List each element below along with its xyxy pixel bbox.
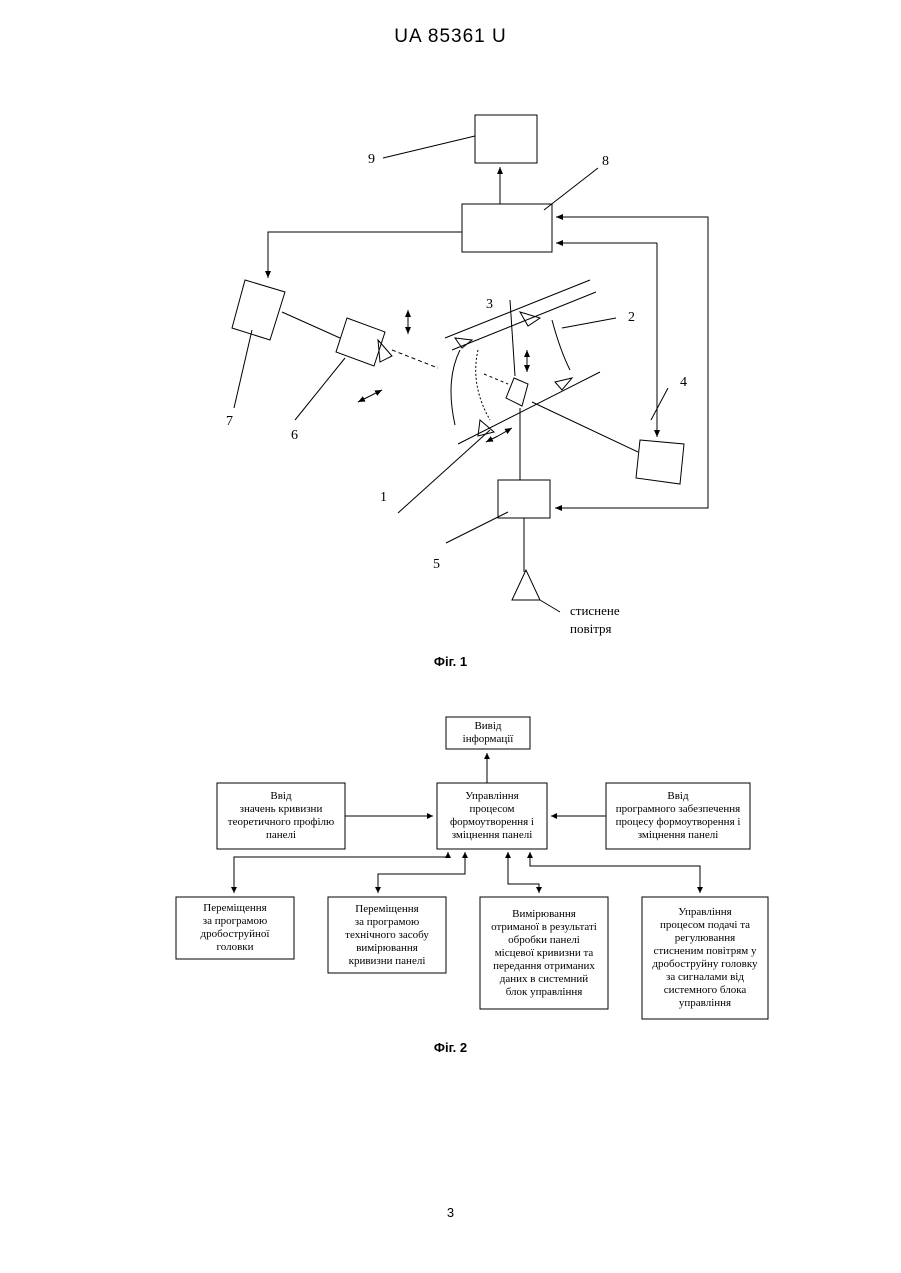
control-process-box: Управління процесом формоутворення і змі… — [437, 783, 547, 849]
move-measure-box: Переміщення за програмою технічного засо… — [328, 897, 446, 973]
measurement-box: Вимірювання отриманої в результаті оброб… — [480, 897, 608, 1009]
input-curvature-box: Ввід значень кривизни теоретичного профі… — [217, 783, 345, 849]
input-software-box: Ввід програмного забезпечення процесу фо… — [606, 783, 750, 849]
figure-2-caption: Фіг. 2 — [0, 1040, 901, 1055]
output-info-box: Вивід інформації — [446, 717, 530, 749]
move-head-box: Переміщення за програмою дробоструйної г… — [176, 897, 294, 959]
page-number: 3 — [0, 1205, 901, 1220]
air-control-box: Управління процесом подачі та регулюванн… — [642, 897, 768, 1019]
